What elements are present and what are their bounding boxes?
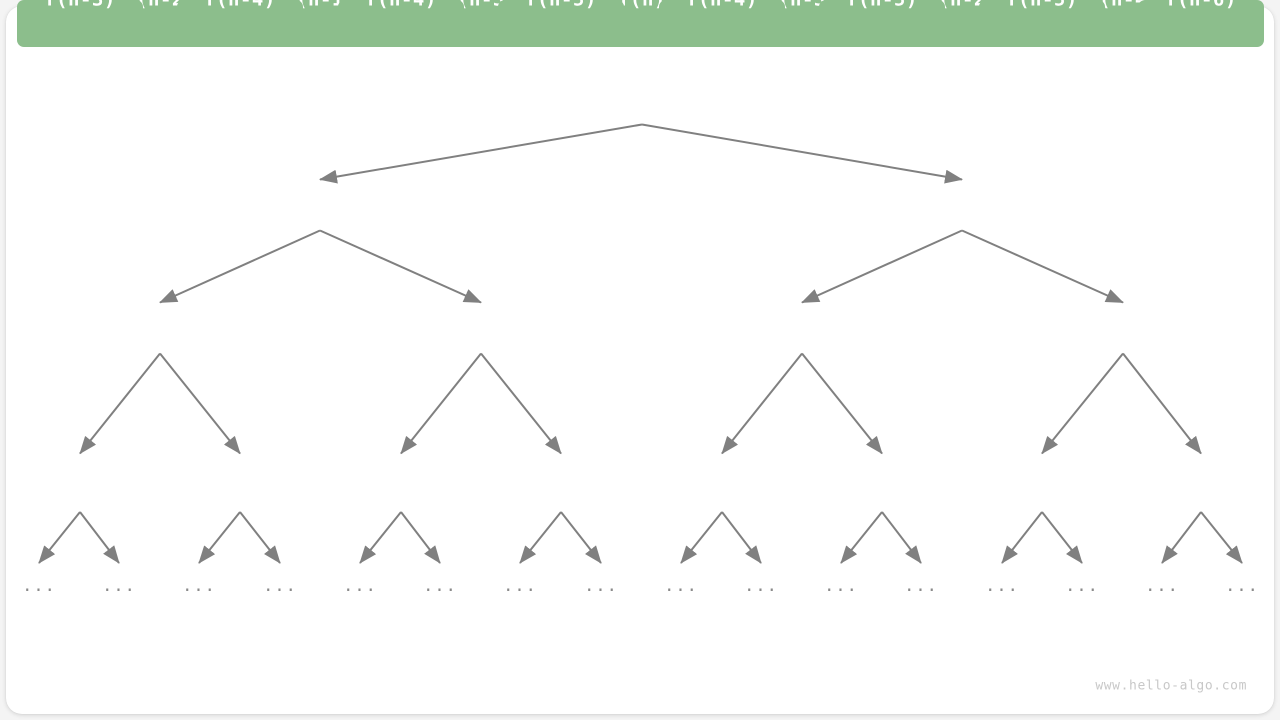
tree-node-label: f(n-2) <box>926 0 998 11</box>
tree-edge <box>1041 352 1124 455</box>
tree-edge-to-ellipsis <box>1161 511 1202 564</box>
tree-edge <box>721 352 803 455</box>
tree-node[interactable]: f(n-5) <box>979 0 1105 47</box>
tree-node[interactable]: f(n-3) <box>17 0 143 47</box>
tree-node-label: f(n-4) <box>1087 0 1159 11</box>
tree-edge <box>159 352 241 455</box>
ellipsis-marker: ... <box>824 576 858 596</box>
tree-edge <box>319 123 643 184</box>
tree-edge-to-ellipsis <box>239 511 281 564</box>
tree-node-label: f(n-5) <box>846 0 918 11</box>
tree-node[interactable]: f(n-5) <box>498 0 624 47</box>
tree-node-box <box>979 0 1105 47</box>
tree-node-label: f(n-2) <box>124 0 196 11</box>
tree-edge-to-ellipsis <box>840 511 883 564</box>
tree-edge-to-ellipsis <box>359 511 402 564</box>
tree-edge <box>79 352 161 455</box>
ellipsis-marker: ... <box>423 576 457 596</box>
tree-nodes: f(n) f(n-1) f(n-2) f(n-2) f(n-3) f(n-3) f(n-4)… <box>17 0 1264 47</box>
tree-edge <box>801 352 883 455</box>
ellipsis-marker: ... <box>904 576 938 596</box>
tree-node-label: f(n-6) <box>1165 0 1237 11</box>
tree-edge-to-ellipsis <box>38 511 81 564</box>
tree-node-label: f(n-4) <box>686 0 758 11</box>
tree-node-label: f(n-5) <box>1006 0 1078 11</box>
ellipsis-marker: ... <box>664 576 698 596</box>
ellipsis-marker: ... <box>22 576 56 596</box>
tree-edge <box>641 123 963 184</box>
tree-edge <box>319 229 482 304</box>
tree-edge <box>400 352 482 455</box>
ellipsis-marker: ... <box>744 576 778 596</box>
tree-node[interactable]: f(n-4) <box>338 0 464 47</box>
tree-node-label: f(n-3) <box>766 0 838 11</box>
tree-node-label: f(n-4) <box>365 0 437 11</box>
tree-edge-to-ellipsis <box>1041 511 1083 564</box>
tree-edge-to-ellipsis <box>519 511 562 564</box>
tree-edge-to-ellipsis <box>680 511 723 564</box>
tree-edge-to-ellipsis <box>79 511 120 564</box>
tree-node-label: f(n-3) <box>44 0 116 11</box>
tree-edge <box>801 229 963 304</box>
tree-node-box <box>17 0 143 47</box>
tree-node[interactable]: f(n-4) <box>659 0 785 47</box>
tree-node-box <box>338 0 464 47</box>
tree-edge <box>961 229 1124 304</box>
ellipsis-marker: ... <box>102 576 136 596</box>
ellipsis-marker: ... <box>182 576 216 596</box>
tree-edge-to-ellipsis <box>198 511 241 564</box>
tree-node[interactable]: f(n-6) <box>1138 0 1264 47</box>
tree-node-box <box>659 0 785 47</box>
ellipsis-marker: ... <box>985 576 1019 596</box>
ellipsis-marker: ... <box>1145 576 1179 596</box>
ellipsis-marker: ... <box>1065 576 1099 596</box>
ellipsis-marker: ... <box>503 576 537 596</box>
watermark: www.hello-algo.com <box>1095 679 1247 694</box>
ellipsis-marker: ... <box>1225 576 1259 596</box>
tree-node[interactable]: f(n-4) <box>177 0 303 47</box>
tree-edges <box>38 123 1243 564</box>
tree-node-box <box>1138 0 1264 47</box>
tree-edge <box>159 229 321 304</box>
tree-node-label: f(n-1) <box>284 0 356 11</box>
tree-edge-to-ellipsis <box>1001 511 1043 564</box>
tree-edge-to-ellipsis <box>400 511 441 564</box>
tree-ellipsis-row: ........................................… <box>22 576 1259 596</box>
tree-node-label: f(n-5) <box>525 0 597 11</box>
tree-node-box <box>819 0 945 47</box>
tree-node-label: f(n-4) <box>204 0 276 11</box>
tree-edge-to-ellipsis <box>1200 511 1243 564</box>
ellipsis-marker: ... <box>584 576 618 596</box>
ellipsis-marker: ... <box>263 576 297 596</box>
tree-node-box <box>177 0 303 47</box>
tree-node-label: f(n) <box>618 0 666 11</box>
tree-edge <box>1122 352 1202 455</box>
tree-edge <box>480 352 562 455</box>
ellipsis-marker: ... <box>343 576 377 596</box>
tree-node[interactable]: f(n-5) <box>819 0 945 47</box>
tree-node-label: f(n-3) <box>445 0 517 11</box>
tree-node-box <box>498 0 624 47</box>
tree-edge-to-ellipsis <box>560 511 602 564</box>
tree-edge-to-ellipsis <box>881 511 922 564</box>
tree-edge-to-ellipsis <box>721 511 762 564</box>
